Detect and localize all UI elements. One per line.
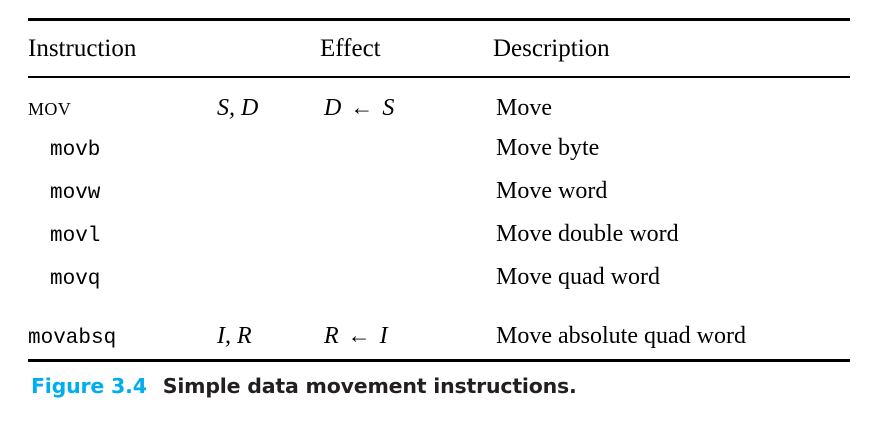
instruction-effect: R←I <box>324 323 388 349</box>
table-row: movabsq I, R R←I Move absolute quad word <box>28 316 850 359</box>
column-header-effect: Effect <box>320 34 381 62</box>
left-arrow-icon: ← <box>347 323 371 348</box>
table-row: MOV S, D D←S Move <box>28 78 850 128</box>
instruction-description: Move word <box>496 178 608 204</box>
instruction-mnemonic: movw <box>50 182 101 205</box>
instruction-description: Move <box>496 95 552 121</box>
table-row: movl Move double word <box>28 214 850 257</box>
instruction-description: Move byte <box>496 135 600 161</box>
figure-caption: Figure 3.4 Simple data movement instructi… <box>31 374 577 398</box>
instruction-operands: I, R <box>217 323 252 349</box>
table-header-row: Instruction Effect Description <box>28 21 850 76</box>
instruction-mnemonic: movq <box>50 268 101 291</box>
instruction-mnemonic: movabsq <box>28 327 117 350</box>
instruction-operands: S, D <box>217 95 259 121</box>
left-arrow-icon: ← <box>350 95 374 120</box>
table-top-rule <box>28 18 850 21</box>
figure-caption-text: Simple data movement instructions. <box>162 374 577 398</box>
instruction-mnemonic: movb <box>50 139 101 162</box>
instruction-description: Move quad word <box>496 264 660 290</box>
instruction-mnemonic: movl <box>50 225 101 248</box>
table-row: movb Move byte <box>28 128 850 171</box>
table-bottom-rule <box>28 359 850 362</box>
figure-caption-label: Figure 3.4 <box>31 374 147 398</box>
instruction-description: Move absolute quad word <box>496 323 746 349</box>
instruction-table: Instruction Effect Description MOV S, D … <box>28 18 850 362</box>
table-group-spacer <box>28 300 850 316</box>
column-header-instruction: Instruction <box>28 34 137 62</box>
table-header-rule <box>28 75 850 78</box>
instruction-description: Move double word <box>496 221 679 247</box>
instruction-table-body: MOV S, D D←S Move movb Move byte movw Mo… <box>28 78 850 359</box>
column-header-operands <box>215 21 320 76</box>
instruction-table-grid: Instruction Effect Description <box>28 21 850 76</box>
table-row: movq Move quad word <box>28 257 850 300</box>
instruction-effect: D←S <box>324 95 395 121</box>
table-row: movw Move word <box>28 171 850 214</box>
column-header-description: Description <box>493 34 610 62</box>
instruction-mnemonic: MOV <box>28 94 72 121</box>
